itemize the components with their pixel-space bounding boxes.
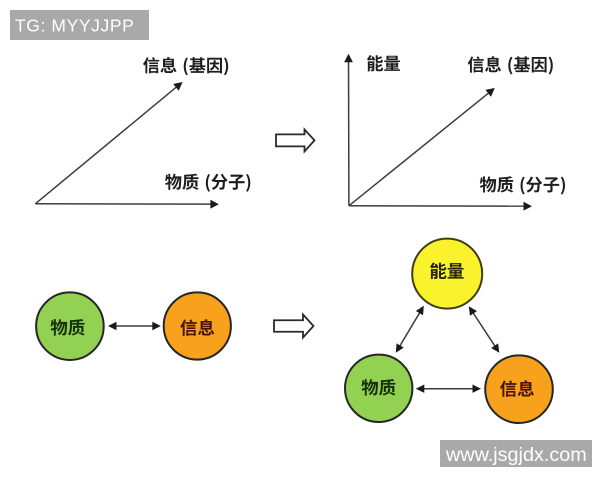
svg-text:TG: MYYJJPP: TG: MYYJJPP [15, 16, 134, 36]
svg-text:www.jsgjdx.com: www.jsgjdx.com [445, 444, 587, 466]
